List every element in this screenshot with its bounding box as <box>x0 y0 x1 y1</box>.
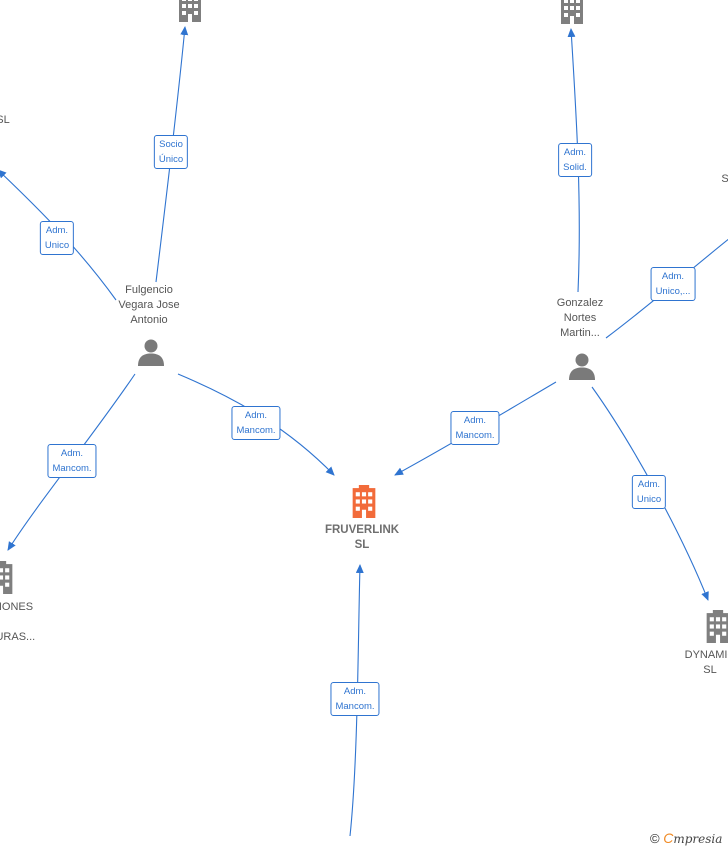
edge-label-adm-solid[interactable]: Adm. Solid. <box>558 143 592 177</box>
edge-label-adm-mancom-left-bottom[interactable]: Adm. Mancom. <box>47 444 97 478</box>
edge-label-adm-mancom-gonzalez[interactable]: Adm. Mancom. <box>450 411 500 445</box>
gonzalez-label[interactable]: Gonzalez Nortes Martin... <box>556 297 604 339</box>
dynamic-building-icon[interactable] <box>706 610 728 643</box>
left-sl-label[interactable]: SL <box>0 114 10 126</box>
edge-label-adm-unico-dynamic[interactable]: Adm. Unico <box>631 475 667 509</box>
top-left-building-icon[interactable] <box>179 0 201 22</box>
brand-initial: C <box>663 830 674 846</box>
footer-brand: © Cmpresia <box>650 830 722 846</box>
edge-label-adm-unico-right[interactable]: Adm. Unico,... <box>650 267 696 301</box>
fruverlink-label[interactable]: FRUVERLINK SL <box>324 524 400 551</box>
left-bottom-label[interactable]: CIONES TURAS... <box>0 601 36 643</box>
dynamic-label[interactable]: DYNAMIC SL <box>684 649 728 676</box>
edge-label-adm-mancom-fulgencio[interactable]: Adm. Mancom. <box>231 406 281 440</box>
brand-name: mpresia <box>673 832 723 846</box>
left-bottom-building-icon[interactable] <box>0 561 13 594</box>
fruverlink-building-icon[interactable] <box>352 485 376 518</box>
copyright-symbol: © <box>650 831 660 846</box>
fulgencio-label[interactable]: Fulgencio Vegara Jose Antonio <box>118 284 180 326</box>
right-s-label[interactable]: S <box>721 173 728 185</box>
fulgencio-person-icon[interactable] <box>138 339 164 367</box>
edge-label-adm-mancom-bottom[interactable]: Adm. Mancom. <box>330 682 380 716</box>
gonzalez-person-icon[interactable] <box>569 353 595 381</box>
edge-label-adm-unico-left[interactable]: Adm. Unico <box>39 221 75 255</box>
top-right-building-icon[interactable] <box>561 0 583 24</box>
edge-label-socio-unico[interactable]: Socio Único <box>153 135 189 169</box>
